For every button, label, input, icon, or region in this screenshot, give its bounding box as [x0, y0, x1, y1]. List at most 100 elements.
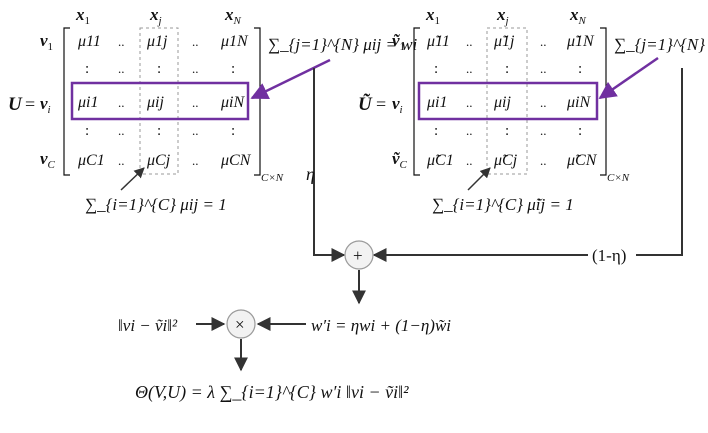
left-vdots: :: [85, 123, 89, 139]
right-col-constraint-arrow: [467, 167, 491, 191]
right-col-header-j: xj: [496, 5, 509, 27]
combination-flow: η (1-η) + w′i = ηwi + (1−η)w̃i × ‖vi − ṽ…: [118, 68, 683, 403]
right-bracket-close: [600, 27, 607, 176]
right-col-sum-constraint: ∑_{i=1}^{C} μ̃ij = 1: [432, 195, 574, 214]
right-cell-C-N: μ̃CN: [566, 152, 598, 169]
left-ddots: ..: [192, 123, 199, 138]
right-hdots: ..: [466, 34, 473, 49]
eta-path-arrow: [313, 68, 346, 262]
right-cell-1-N: μ̃1N: [566, 33, 595, 50]
left-row-constraint-arrow: [250, 58, 331, 100]
objective-function: Θ(V,U) = λ ∑_{i=1}^{C} w′i ‖vi − ṽi‖²: [135, 382, 409, 403]
distance-term: ‖vi − ṽi‖²: [118, 316, 178, 335]
right-row-constraint-arrow: [598, 56, 659, 100]
right-hdots: ..: [540, 34, 547, 49]
weight-formula: w′i = ηwi + (1−η)w̃i: [311, 316, 451, 335]
product-node: [226, 309, 256, 339]
one-minus-eta-path-arrow: [372, 68, 683, 262]
left-cell-i-1: μi1: [77, 94, 98, 111]
left-bracket-open: [63, 27, 70, 176]
right-row-i-highlight: [417, 81, 599, 121]
right-bracket-open: [413, 27, 420, 176]
left-row-label-1: v1: [40, 31, 53, 53]
right-matrix-group: x1 xj xN ṽ1 vi ṽC Ũ = C×N μ̃11 .. μ̃1j .…: [358, 5, 708, 214]
left-cell-C-1: μC1: [77, 152, 105, 169]
left-hdots: ..: [192, 153, 199, 168]
right-hdots: ..: [540, 95, 547, 110]
left-col-constraint-arrow: [120, 167, 145, 191]
left-bracket-close: [254, 27, 261, 176]
left-vdots: :: [231, 123, 235, 139]
left-cell-i-j: μij: [146, 94, 164, 111]
right-cell-C-1: μ̃C1: [426, 152, 454, 169]
left-cell-i-N: μiN: [220, 94, 245, 111]
left-row-sum-constraint: ∑_{j=1}^{N} μij = wi: [268, 35, 418, 54]
right-equals: =: [376, 94, 386, 114]
left-col-header-j: xj: [149, 5, 162, 27]
left-hdots: ..: [192, 95, 199, 110]
left-cell-1-j: μ1j: [146, 33, 168, 50]
left-row-label-C: vC: [40, 149, 56, 171]
right-vdots: :: [505, 61, 509, 77]
right-row-label-1: ṽ1: [392, 31, 405, 53]
right-hdots: ..: [466, 95, 473, 110]
right-vdots: :: [434, 61, 438, 77]
left-vdots: :: [157, 61, 161, 77]
right-cell-i-j: μij: [493, 94, 511, 111]
left-cell-C-N: μCN: [220, 152, 252, 169]
left-vdots: :: [157, 123, 161, 139]
left-column-j-highlight: [139, 27, 179, 175]
right-row-label-i: vi: [392, 94, 403, 116]
left-col-sum-constraint: ∑_{i=1}^{C} μij = 1: [85, 195, 227, 214]
right-ddots: ..: [466, 61, 473, 76]
left-hdots: ..: [118, 34, 125, 49]
plus-symbol: +: [353, 246, 363, 265]
left-row-label-i: vi: [40, 94, 51, 116]
right-row-label-C: ṽC: [392, 149, 408, 171]
left-col-header-N: xN: [224, 5, 242, 27]
left-ddots: ..: [118, 123, 125, 138]
left-size-label: C×N: [261, 172, 284, 184]
right-cell-1-1: μ̃11: [426, 33, 450, 50]
right-col-header-1: x1: [425, 5, 440, 27]
right-row-sum-constraint: ∑_{j=1}^{N} μ̃ij = w̃i: [614, 35, 708, 54]
left-cell-1-1: μ11: [77, 33, 101, 50]
right-vdots: :: [505, 123, 509, 139]
one-minus-eta-label: (1-η): [592, 246, 626, 265]
right-cell-i-N: μiN: [566, 94, 591, 111]
left-col-header-1: x1: [75, 5, 90, 27]
right-cell-C-j: μ̃Cj: [493, 152, 518, 169]
right-ddots: ..: [466, 123, 473, 138]
right-col-header-N: xN: [569, 5, 587, 27]
left-vdots: :: [85, 61, 89, 77]
left-row-i-highlight: [70, 81, 250, 121]
right-vdots: :: [434, 123, 438, 139]
one-minus-eta-label-bg: [588, 244, 636, 266]
right-ddots: ..: [540, 123, 547, 138]
right-vdots: :: [578, 123, 582, 139]
eta-label: η: [306, 164, 315, 184]
right-column-j-highlight: [486, 27, 528, 175]
left-cell-C-j: μCj: [146, 152, 171, 169]
right-matrix-name: Ũ: [358, 94, 373, 115]
left-vdots: :: [231, 61, 235, 77]
right-vdots: :: [578, 61, 582, 77]
left-equals: =: [25, 94, 35, 114]
left-matrix-name: U: [8, 94, 23, 115]
right-cell-i-1: μi1: [426, 94, 447, 111]
sum-node: [344, 240, 374, 270]
right-hdots: ..: [466, 153, 473, 168]
left-hdots: ..: [118, 153, 125, 168]
left-ddots: ..: [118, 61, 125, 76]
left-ddots: ..: [192, 61, 199, 76]
right-ddots: ..: [540, 61, 547, 76]
right-hdots: ..: [540, 153, 547, 168]
times-symbol: ×: [235, 315, 245, 334]
left-hdots: ..: [192, 34, 199, 49]
left-matrix-group: x1 xj xN v1 vi vC U = C×N μ11 .. μ1j .. …: [8, 5, 418, 214]
right-cell-1-j: μ̃1j: [493, 33, 515, 50]
left-hdots: ..: [118, 95, 125, 110]
left-cell-1-N: μ1N: [220, 33, 249, 50]
right-size-label: C×N: [607, 172, 630, 184]
